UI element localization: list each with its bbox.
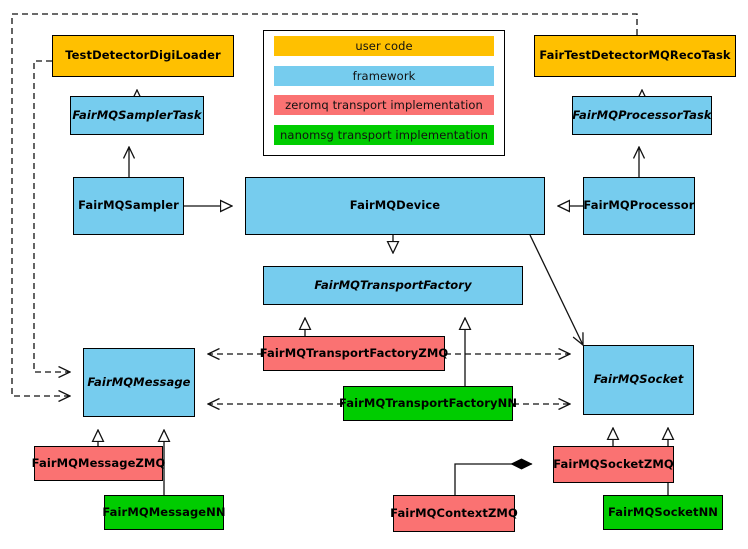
legend-item-zeromq: zeromq transport implementation — [274, 95, 494, 115]
class-node-fairmqsocket[interactable]: FairMQSocket — [583, 345, 694, 415]
class-node-fairmqmessage[interactable]: FairMQMessage — [83, 348, 195, 417]
class-node-label: FairMQSamplerTask — [72, 107, 202, 122]
class-node-label: TestDetectorDigiLoader — [65, 48, 221, 63]
legend-item-nanomsg: nanomsg transport implementation — [274, 125, 494, 145]
edge-device-to-socket — [529, 234, 583, 345]
class-node-fairmqtransportfactoryzmq[interactable]: FairMQTransportFactoryZMQ — [260, 336, 448, 371]
class-node-fairmqsamplertask[interactable]: FairMQSamplerTask — [70, 96, 204, 135]
class-node-fairmqsampler[interactable]: FairMQSampler — [73, 177, 184, 235]
class-node-label: FairMQProcessorTask — [572, 107, 712, 122]
edge-digiloader-to-message — [33, 60, 70, 372]
legend-item-label: user code — [355, 39, 413, 53]
class-node-fairmqdevice[interactable]: FairMQDevice — [245, 177, 545, 235]
class-node-label: FairMQContextZMQ — [390, 505, 518, 520]
legend-item-label: nanomsg transport implementation — [280, 128, 488, 142]
legend-item-user-code: user code — [274, 36, 494, 56]
legend-item-framework: framework — [274, 66, 494, 86]
class-node-fairmqsocketzmq[interactable]: FairMQSocketZMQ — [553, 446, 674, 483]
class-node-label: FairMQSocketNN — [607, 504, 719, 519]
class-node-label: FairMQTransportFactory — [314, 277, 472, 292]
class-node-label: FairMQMessageNN — [102, 504, 226, 519]
class-node-label: FairMQSocketZMQ — [553, 456, 674, 471]
class-node-label: FairMQMessageZMQ — [31, 455, 166, 470]
class-node-label: FairMQSocket — [593, 372, 684, 387]
class-node-label: FairMQTransportFactoryNN — [338, 395, 518, 410]
class-node-fairmqcontextzmq[interactable]: FairMQContextZMQ — [390, 495, 518, 532]
class-node-label: FairMQProcessor — [583, 198, 695, 213]
edge-contextzmq-to-socketzmq — [454, 464, 532, 495]
class-node-label: FairMQSampler — [78, 198, 179, 213]
class-node-fairtestdetectormqrecotask[interactable]: FairTestDetectorMQRecoTask — [534, 35, 736, 77]
class-node-label: FairMQTransportFactoryZMQ — [259, 345, 449, 360]
class-node-label: FairMQMessage — [87, 374, 191, 389]
class-node-label: FairMQDevice — [349, 198, 441, 213]
class-node-fairmqtransportfactory[interactable]: FairMQTransportFactory — [263, 266, 523, 305]
legend-item-label: zeromq transport implementation — [285, 98, 483, 112]
class-node-fairmqmessagezmq[interactable]: FairMQMessageZMQ — [31, 446, 166, 481]
legend-item-label: framework — [352, 69, 416, 83]
class-node-fairmqprocessortask[interactable]: FairMQProcessorTask — [572, 96, 712, 135]
class-node-fairmqsocketnn[interactable]: FairMQSocketNN — [603, 495, 723, 530]
class-node-fairmqtransportfactorynn[interactable]: FairMQTransportFactoryNN — [339, 386, 517, 421]
class-node-testdetectordigiloader[interactable]: TestDetectorDigiLoader — [52, 35, 234, 77]
class-node-fairmqprocessor[interactable]: FairMQProcessor — [583, 177, 695, 235]
class-node-fairmqmessagenn[interactable]: FairMQMessageNN — [102, 495, 226, 530]
class-node-label: FairTestDetectorMQRecoTask — [539, 48, 731, 63]
